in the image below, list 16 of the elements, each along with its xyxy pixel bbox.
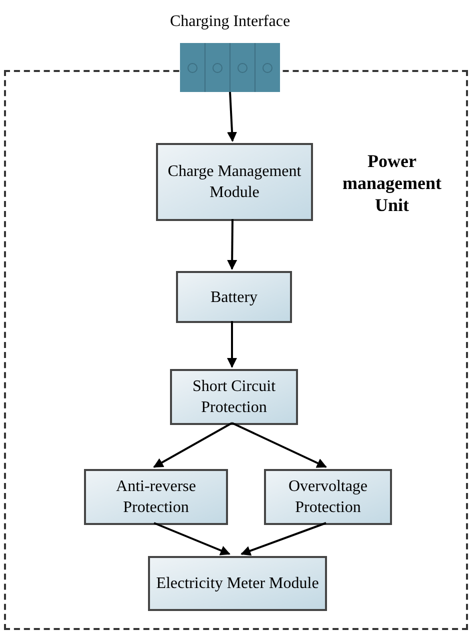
process-box: Anti-reverse Protection [84,469,228,525]
arrow [227,321,237,368]
arrow [154,522,230,556]
process-box: Short Circuit Protection [170,369,298,425]
arrow [240,522,326,556]
arrow [232,422,327,468]
process-box: Battery [176,271,292,323]
interface-label: Charging Interface [170,12,290,32]
arrow [227,92,238,142]
process-box: Overvoltage Protection [264,469,392,525]
dashed-frame [4,70,468,630]
process-box: Electricity Meter Module [148,556,327,611]
arrow [227,218,238,270]
arrow [153,422,232,468]
frame-title: Power management Unit [342,150,442,216]
process-box: Charge Management Module [156,143,313,221]
